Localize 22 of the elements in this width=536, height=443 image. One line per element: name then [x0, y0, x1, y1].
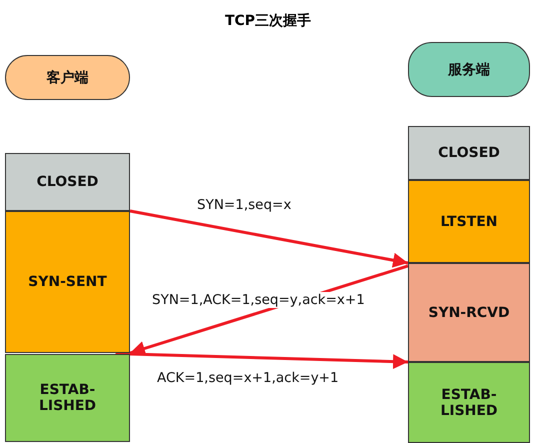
role-label: 服务端: [446, 60, 491, 78]
state-box: [5, 354, 130, 442]
state-box: [408, 126, 530, 180]
state-box: [408, 362, 530, 443]
arrow: [130, 210, 408, 268]
state-box: [5, 153, 130, 211]
role-pill: [408, 42, 530, 97]
state-box: [5, 211, 130, 353]
state-box: [408, 263, 530, 362]
state-label: CLOSED: [36, 174, 100, 190]
role-label: 客户端: [46, 68, 90, 86]
state-label: LTSTEN: [439, 214, 499, 230]
state-label: ESTAB- LISHED: [38, 382, 98, 414]
role-pill: [5, 55, 130, 100]
state-label: ESTAB- LISHED: [439, 386, 499, 418]
edge-label: SYN=1,ACK=1,seq=y,ack=x+1: [150, 292, 367, 308]
state-label: SYN-RCVD: [427, 304, 511, 320]
edge-label: SYN=1,seq=x: [195, 197, 294, 213]
state-box: [408, 180, 530, 263]
state-label: CLOSED: [437, 145, 501, 161]
state-label: SYN-SENT: [27, 274, 108, 290]
diagram-title: TCP三次握手: [224, 12, 312, 30]
